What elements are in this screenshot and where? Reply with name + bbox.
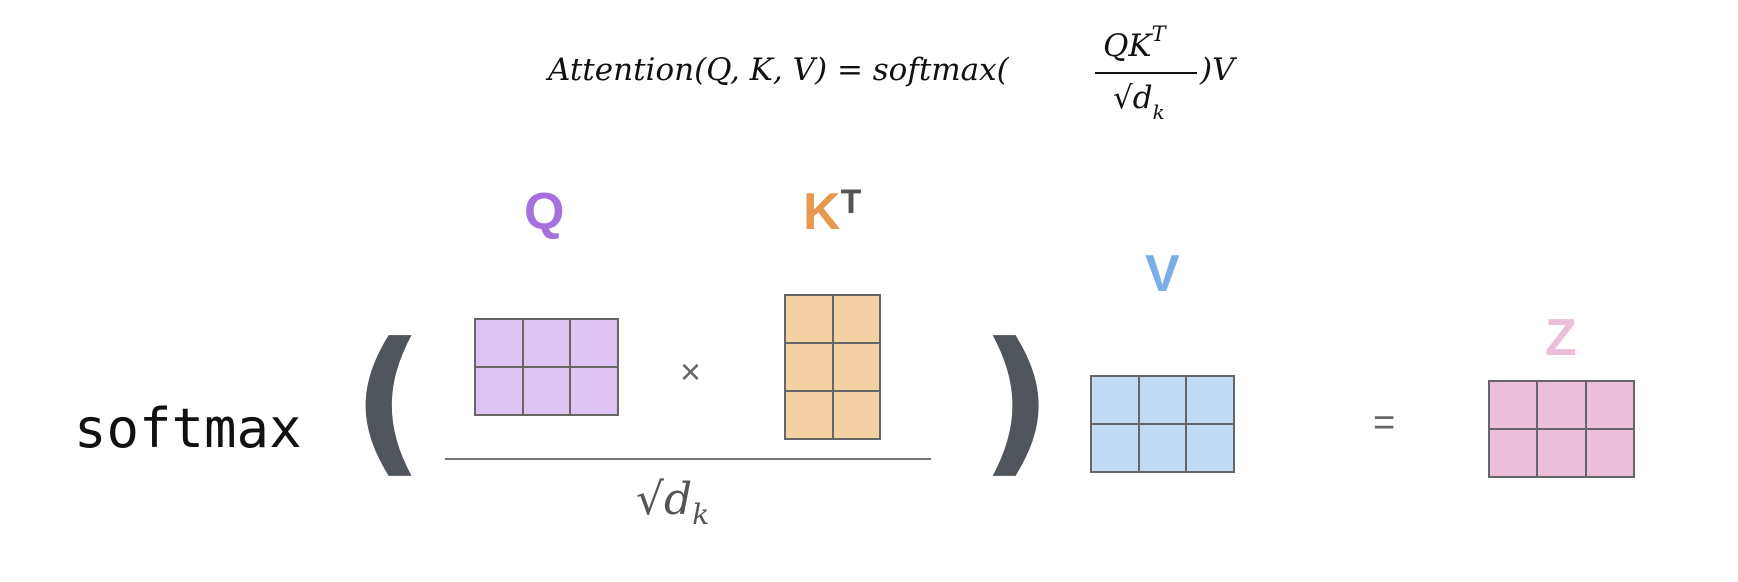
- v-label: V: [1145, 245, 1180, 303]
- formula-denominator-main: √d: [1113, 80, 1153, 116]
- kt-matrix: [784, 294, 881, 440]
- q-cell: [570, 319, 618, 367]
- z-matrix: [1488, 380, 1635, 478]
- right-paren: ): [980, 309, 1053, 493]
- z-cell: [1537, 429, 1586, 477]
- kt-cell: [832, 343, 880, 391]
- denominator: √dk: [636, 478, 709, 529]
- z-cell: [1537, 381, 1586, 429]
- v-cell: [1091, 424, 1139, 472]
- attention-formula: Attention(Q, K, V) = softmax( QKT √dk )V: [548, 22, 1248, 138]
- v-cell: [1138, 376, 1187, 424]
- q-cell: [475, 367, 523, 415]
- v-cell: [1138, 424, 1187, 472]
- v-cell: [1091, 376, 1139, 424]
- z-label: Z: [1545, 309, 1577, 367]
- kt-cell: [832, 391, 880, 439]
- v-cell: [1186, 424, 1234, 472]
- kt-cell: [785, 391, 833, 439]
- formula-rhs: )V: [1200, 52, 1235, 88]
- k-label: KT: [803, 183, 862, 241]
- q-cell: [570, 367, 618, 415]
- q-cell: [522, 367, 571, 415]
- z-cell: [1489, 429, 1538, 477]
- q-cell: [475, 319, 523, 367]
- formula-denominator: √dk: [1113, 80, 1165, 124]
- formula-denominator-sub: k: [1152, 100, 1165, 125]
- q-label: Q: [524, 183, 565, 241]
- formula-numerator-sup: T: [1151, 22, 1166, 46]
- formula-fraction-bar: [1095, 72, 1197, 74]
- v-matrix: [1090, 375, 1235, 473]
- q-matrix: [474, 318, 619, 416]
- softmax-label: softmax: [74, 397, 302, 460]
- equals-sign: =: [1373, 402, 1396, 444]
- k-label-main: K: [803, 183, 841, 241]
- q-cell: [522, 319, 571, 367]
- left-paren: (: [352, 309, 425, 493]
- formula-numerator: QKT: [1103, 22, 1166, 65]
- times-sign: ×: [680, 351, 702, 392]
- kt-cell: [785, 295, 833, 343]
- formula-numerator-main: QK: [1103, 28, 1152, 65]
- z-cell: [1489, 381, 1538, 429]
- formula-lhs: Attention(Q, K, V) = softmax(: [548, 52, 1009, 88]
- z-cell: [1585, 429, 1634, 477]
- z-cell: [1585, 381, 1634, 429]
- kt-cell: [785, 343, 833, 391]
- fraction-line: [445, 458, 931, 460]
- denominator-main: √d: [636, 474, 693, 525]
- kt-cell: [832, 295, 880, 343]
- k-label-sup: T: [840, 183, 862, 221]
- v-cell: [1186, 376, 1234, 424]
- denominator-sub: k: [692, 497, 710, 531]
